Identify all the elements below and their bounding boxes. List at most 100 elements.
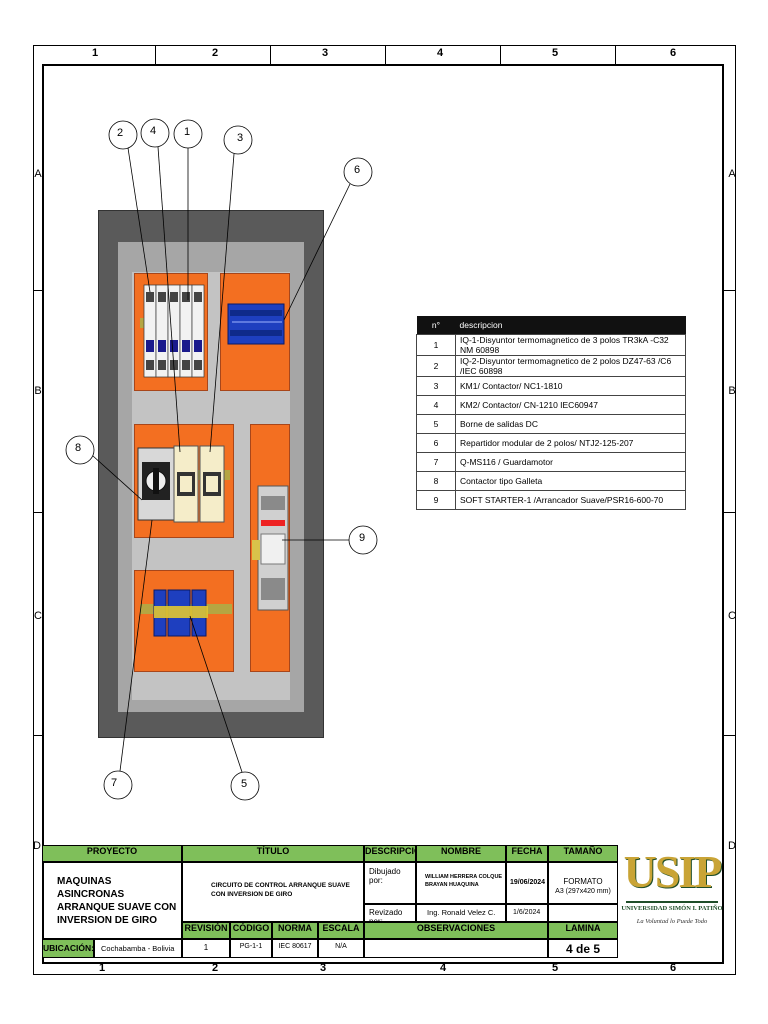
norma-value: IEC 80617	[272, 939, 318, 958]
callout-label-8: 8	[75, 442, 82, 454]
zone-col-top-6: 6	[669, 47, 677, 59]
header-revision: REVISIÓN	[182, 922, 230, 939]
title-block: PROYECTO TÍTULO DESCRIPCIÓN NOMBRE FECHA…	[42, 845, 724, 961]
soft-starter	[252, 485, 289, 611]
zone-col-top-2: 2	[211, 47, 219, 59]
dibujado-nombre: WILLIAM HERRERA COLQUE BRAYAN HUAQUINA	[416, 862, 506, 904]
zone-row-right-b: B	[728, 385, 736, 397]
codigo-value: PG-1-1	[230, 939, 272, 958]
header-lamina: LAMINA	[548, 922, 618, 939]
zone-col-top-3: 3	[321, 47, 329, 59]
blank-cell	[548, 904, 618, 922]
revisado-nombre: Ing. Ronald Velez C.	[416, 904, 506, 922]
contactor-km2	[173, 445, 199, 523]
header-norma: NORMA	[272, 922, 318, 939]
revision-value: 1	[182, 939, 230, 958]
zone-col-bottom-2: 2	[211, 962, 219, 974]
revisado-label: Revizado por:	[364, 904, 416, 926]
zone-col-bottom-1: 1	[98, 962, 106, 974]
contactor-km1	[199, 445, 225, 523]
header-fecha: FECHA	[506, 845, 548, 862]
logo-divider	[626, 901, 718, 903]
table-header-n: n°	[416, 316, 456, 335]
lamina-value: 4 de 5	[548, 939, 618, 958]
tick	[33, 735, 42, 736]
callout-circle-6	[343, 157, 373, 187]
distribution-block	[227, 303, 285, 345]
zone-col-bottom-5: 5	[551, 962, 559, 974]
callout-circle-5	[230, 771, 260, 801]
observaciones-value	[364, 939, 548, 958]
zone-col-bottom-6: 6	[669, 962, 677, 974]
callout-circle-7	[103, 770, 133, 800]
callout-leaders	[92, 146, 351, 773]
tick	[500, 45, 501, 64]
callout-label-7: 7	[111, 777, 118, 789]
tick	[615, 45, 616, 64]
zone-row-right-a: A	[728, 168, 736, 180]
formato-cell: FORMATO A3 (297x420 mm)	[548, 862, 618, 904]
tick	[33, 290, 42, 291]
callout-circle-3	[223, 125, 253, 155]
header-nombre: NOMBRE	[416, 845, 506, 862]
zone-col-top-5: 5	[551, 47, 559, 59]
logo-text: USIP	[623, 846, 723, 897]
zone-col-bottom-3: 3	[319, 962, 327, 974]
callout-label-5: 5	[241, 778, 248, 790]
tick	[155, 45, 156, 64]
header-escala: ESCALA	[318, 922, 364, 939]
zone-row-right-c: C	[728, 610, 736, 622]
header-descripcion: DESCRIPCIÓN	[364, 845, 428, 862]
zone-row-left-a: A	[34, 168, 42, 180]
zone-col-top-4: 4	[436, 47, 444, 59]
escala-value: N/A	[318, 939, 364, 958]
header-titulo: TÍTULO	[182, 845, 364, 862]
callout-circle-4	[140, 118, 170, 148]
tick	[724, 512, 736, 513]
dibujado-label: Dibujado por:	[364, 862, 416, 904]
header-proyecto: PROYECTO	[42, 845, 182, 862]
proyecto-value: MAQUINAS ASINCRONAS ARRANQUE SUAVE CON I…	[42, 862, 182, 939]
tick	[33, 512, 42, 513]
callout-label-4: 4	[150, 125, 157, 137]
zone-row-right-d: D	[728, 840, 736, 852]
logo-motto: La Voluntad lo Puede Todo	[636, 918, 708, 925]
drawing-frame-inner	[42, 64, 724, 964]
tick	[724, 735, 736, 736]
callout-label-6: 6	[354, 164, 361, 176]
drawing-frame-outer	[33, 45, 736, 975]
ubicacion-label: UBICACIÓN:	[42, 939, 94, 958]
table-header-descripcion: descripcion	[455, 316, 686, 335]
tick	[724, 290, 736, 291]
zone-row-left-d: D	[33, 840, 41, 852]
tick	[270, 45, 271, 64]
revisado-fecha: 1/6/2024	[506, 904, 548, 922]
tick	[385, 45, 386, 64]
callout-label-2: 2	[117, 127, 124, 139]
header-tamano: TAMAÑO	[548, 845, 618, 862]
titulo-value: CIRCUITO DE CONTROL ARRANQUE SUAVE CON I…	[182, 862, 364, 922]
rotary-switch	[137, 447, 175, 521]
zone-row-left-b: B	[34, 385, 42, 397]
zone-col-bottom-4: 4	[439, 962, 447, 974]
zone-row-left-c: C	[34, 610, 42, 622]
university-logo: USIP UNIVERSIDAD SIMÓN I. PATIÑO La Volu…	[620, 847, 724, 959]
callout-circle-2	[108, 120, 138, 150]
header-codigo: CÓDIGO	[230, 922, 272, 939]
formato-label: FORMATO	[563, 877, 603, 886]
logo-university: UNIVERSIDAD SIMÓN I. PATIÑO	[621, 905, 723, 912]
formato-size: A3 (297x420 mm)	[555, 888, 611, 895]
callout-circle-8	[65, 435, 95, 465]
breaker-group	[143, 284, 205, 378]
header-observaciones: OBSERVACIONES	[364, 922, 548, 939]
